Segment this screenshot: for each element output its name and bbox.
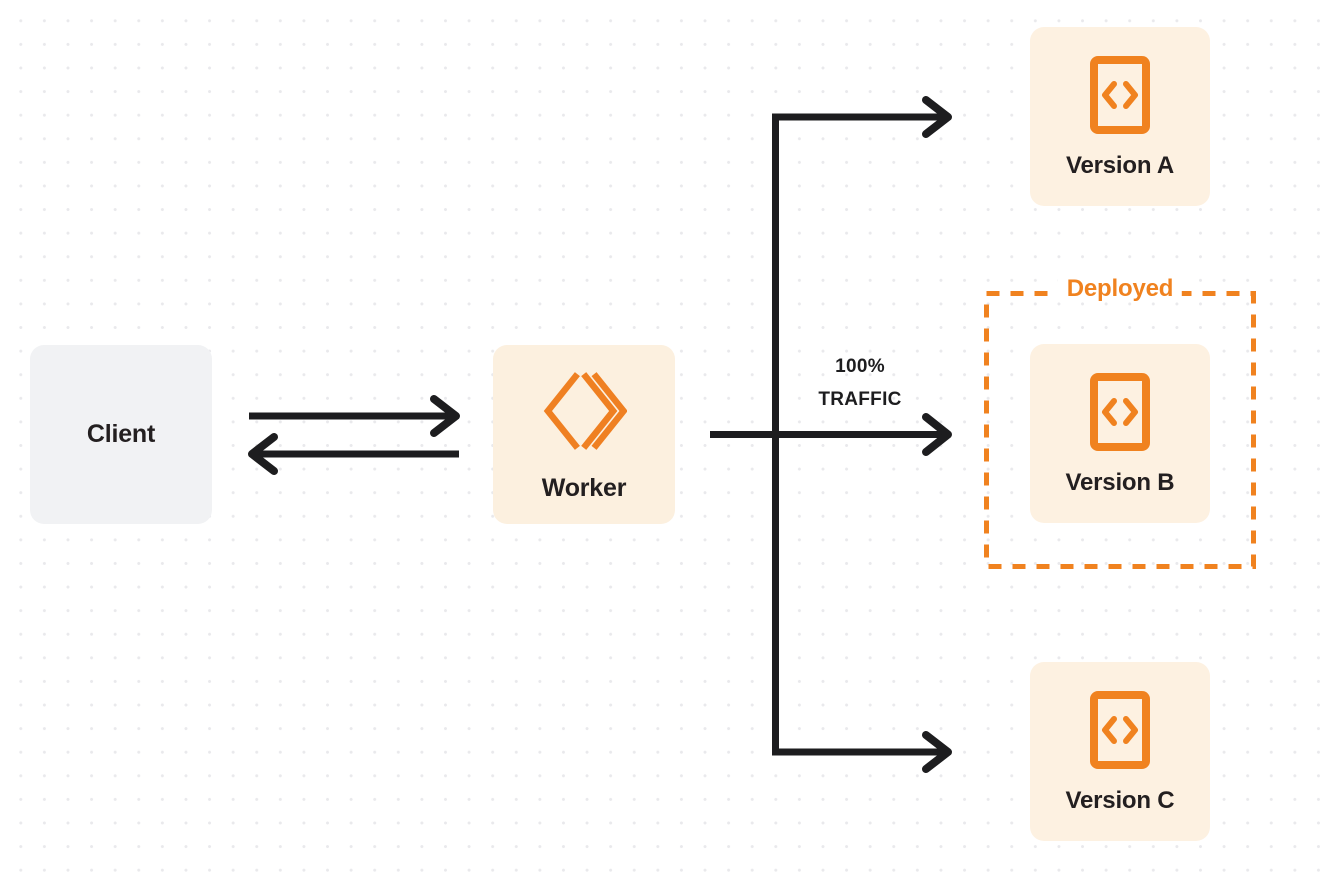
worker-node[interactable]: Worker	[493, 345, 675, 524]
traffic-caption: TRAFFIC	[818, 389, 902, 411]
traffic-percent: 100%	[835, 356, 885, 377]
version-a-node[interactable]: Version A	[1030, 27, 1210, 206]
deployed-label: Deployed	[1057, 275, 1183, 303]
cloudflare-workers-logo-icon	[541, 368, 627, 454]
arrow-worker-to-version-a	[772, 96, 952, 138]
arrow-worker-to-version-c	[772, 731, 952, 773]
version-b-node[interactable]: Version B	[1030, 344, 1210, 523]
code-document-icon	[1090, 372, 1150, 451]
arrow-worker-to-version-b	[710, 413, 952, 456]
client-label: Client	[86, 420, 156, 448]
code-document-icon	[1090, 55, 1150, 134]
version-a-label: Version A	[1065, 151, 1175, 179]
traffic-label: 100% TRAFFIC	[790, 350, 930, 417]
arrow-client-to-worker	[249, 395, 460, 437]
client-node[interactable]: Client	[30, 345, 212, 524]
version-c-label: Version C	[1065, 786, 1175, 814]
worker-label: Worker	[541, 474, 627, 502]
arrow-worker-to-client	[248, 433, 459, 475]
version-b-label: Version B	[1065, 468, 1175, 496]
version-c-node[interactable]: Version C	[1030, 662, 1210, 841]
code-document-icon	[1090, 690, 1150, 769]
